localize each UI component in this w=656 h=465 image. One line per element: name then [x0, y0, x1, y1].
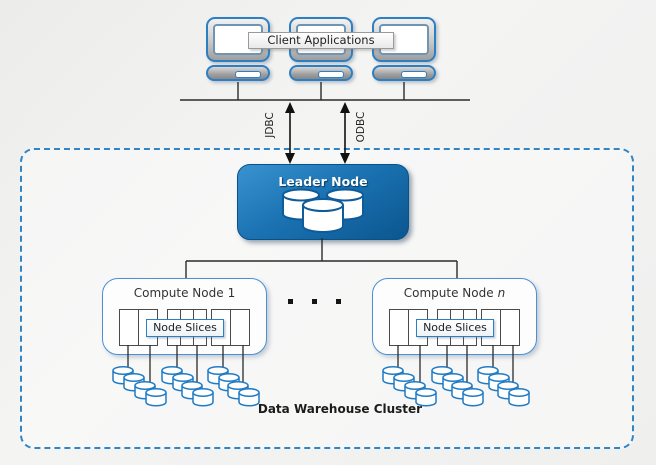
ellipsis-dots	[288, 299, 341, 304]
monitor-screen-icon	[379, 24, 429, 55]
node-slices-label: Node Slices	[416, 319, 494, 337]
client-applications-label: Client Applications	[248, 32, 394, 49]
data-warehouse-cluster-label: Data Warehouse Cluster	[257, 402, 423, 416]
node-slices-label: Node Slices	[146, 319, 224, 337]
node-slice	[389, 309, 409, 346]
monitor-slot-icon	[235, 70, 261, 78]
monitor-slot-icon	[401, 70, 427, 78]
node-slice	[230, 309, 250, 346]
compute-node-label-prefix: Compute Node	[403, 286, 494, 300]
network-bus-line	[180, 82, 470, 101]
node-slice	[119, 309, 139, 346]
compute-node-label-suffix: n	[497, 286, 506, 300]
leader-node-label: Leader Node	[278, 174, 368, 189]
jdbc-label: JDBC	[264, 112, 276, 138]
monitor-base-icon	[372, 65, 436, 81]
monitor-base-icon	[289, 65, 353, 81]
database-stack-icon	[282, 188, 364, 233]
odbc-label: ODBC	[355, 111, 367, 143]
monitor-base-icon	[206, 65, 270, 81]
leader-node-box: Leader Node	[237, 164, 409, 240]
node-slice	[500, 309, 520, 346]
compute-node-label-prefix: Compute Node	[133, 286, 224, 300]
compute-node-label-suffix: 1	[227, 286, 236, 300]
monitor-frame-icon	[372, 17, 436, 62]
monitor-slot-icon	[318, 70, 344, 78]
